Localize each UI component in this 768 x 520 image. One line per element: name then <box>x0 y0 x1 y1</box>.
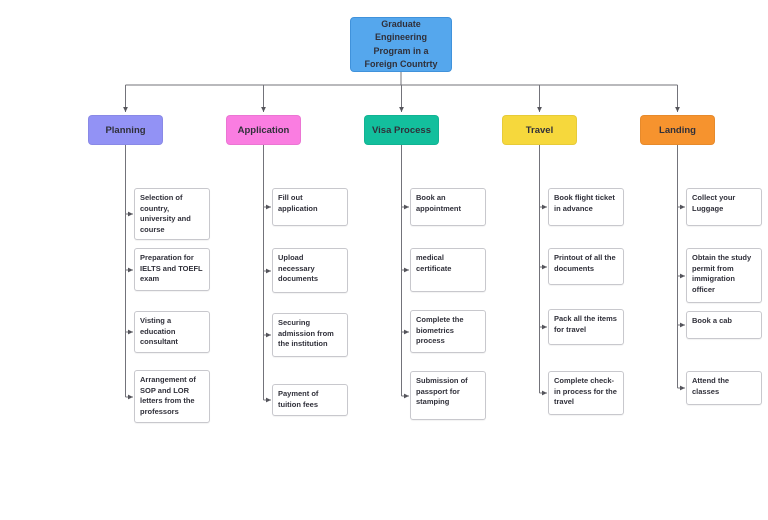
task-label: Book a cab <box>692 316 733 325</box>
task-travel-1[interactable]: Book flight ticket in advance <box>548 188 624 226</box>
task-application-3[interactable]: Securing admission from the institution <box>272 313 348 357</box>
branch-landing-label: Landing <box>659 124 696 136</box>
root-node-label: Graduate Engineering Program in a Foreig… <box>364 18 438 70</box>
task-label: Book an appointment <box>416 193 461 213</box>
task-label: Selection of country, university and cou… <box>140 193 191 234</box>
task-application-4[interactable]: Payment of tuition fees <box>272 384 348 416</box>
branch-planning-label: Planning <box>105 124 146 136</box>
task-visa-2[interactable]: medical certificate <box>410 248 486 292</box>
task-label: Securing admission from the institution <box>278 318 334 349</box>
task-travel-4[interactable]: Complete check-in process for the travel <box>548 371 624 415</box>
task-landing-3[interactable]: Book a cab <box>686 311 762 339</box>
task-label: Obtain the study permit from immigration… <box>692 253 752 294</box>
task-planning-4[interactable]: Arrangement of SOP and LOR letters from … <box>134 370 210 423</box>
task-label: Upload necessary documents <box>278 253 319 284</box>
task-label: Submission of passport for stamping <box>416 376 468 407</box>
task-label: Pack all the items for travel <box>554 314 617 334</box>
task-label: Arrangement of SOP and LOR letters from … <box>140 375 196 416</box>
task-label: Payment of tuition fees <box>278 389 319 409</box>
task-label: Attend the classes <box>692 376 730 396</box>
task-landing-1[interactable]: Collect your Luggage <box>686 188 762 226</box>
branch-travel-label: Travel <box>525 124 554 136</box>
task-visa-1[interactable]: Book an appointment <box>410 188 486 226</box>
task-application-1[interactable]: Fill out application <box>272 188 348 226</box>
task-application-2[interactable]: Upload necessary documents <box>272 248 348 293</box>
task-label: Printout of all the documents <box>554 253 616 273</box>
branch-visa-process-label: Visa Process <box>372 124 431 136</box>
branch-planning[interactable]: Planning <box>88 115 163 145</box>
task-planning-2[interactable]: Preparation for IELTS and TOEFL exam <box>134 248 210 291</box>
task-landing-2[interactable]: Obtain the study permit from immigration… <box>686 248 762 303</box>
task-visa-3[interactable]: Complete the biometrics process <box>410 310 486 353</box>
task-travel-3[interactable]: Pack all the items for travel <box>548 309 624 345</box>
branch-landing[interactable]: Landing <box>640 115 715 145</box>
task-planning-3[interactable]: Visting a education consultant <box>134 311 210 353</box>
task-label: Collect your Luggage <box>692 193 736 213</box>
branch-visa-process[interactable]: Visa Process <box>364 115 439 145</box>
task-planning-1[interactable]: Selection of country, university and cou… <box>134 188 210 240</box>
root-node[interactable]: Graduate Engineering Program in a Foreig… <box>350 17 452 72</box>
task-landing-4[interactable]: Attend the classes <box>686 371 762 405</box>
task-label: Complete check-in process for the travel <box>554 376 617 407</box>
task-travel-2[interactable]: Printout of all the documents <box>548 248 624 285</box>
task-label: Complete the biometrics process <box>416 315 464 346</box>
task-label: Preparation for IELTS and TOEFL exam <box>140 253 203 284</box>
task-label: Fill out application <box>278 193 318 213</box>
task-label: Book flight ticket in advance <box>554 193 615 213</box>
task-label: Visting a education consultant <box>140 316 178 347</box>
task-visa-4[interactable]: Submission of passport for stamping <box>410 371 486 420</box>
task-label: medical certificate <box>416 253 452 273</box>
branch-application[interactable]: Application <box>226 115 301 145</box>
branch-application-label: Application <box>237 124 290 136</box>
branch-travel[interactable]: Travel <box>502 115 577 145</box>
